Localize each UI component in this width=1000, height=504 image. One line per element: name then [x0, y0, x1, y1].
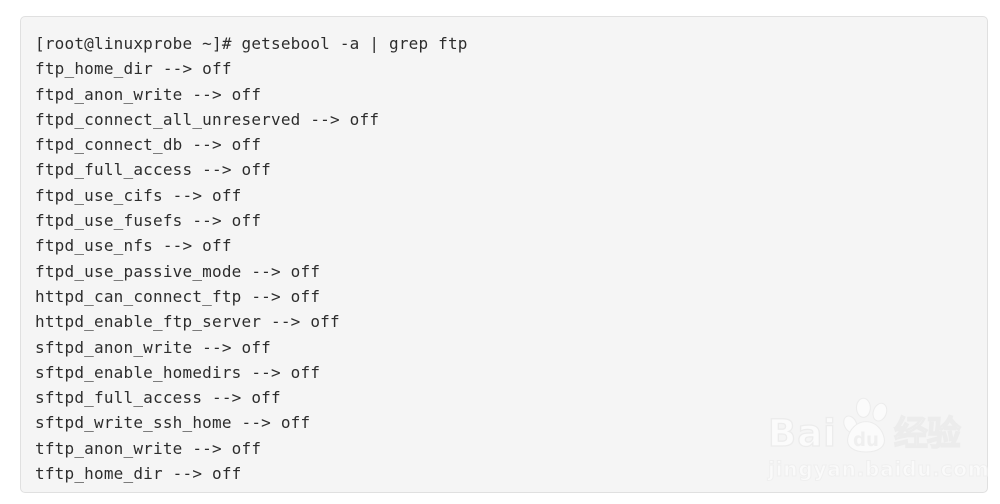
terminal-line: ftpd_anon_write --> off — [35, 84, 262, 104]
terminal-line: [root@linuxprobe ~]# getsebool -a | grep… — [35, 34, 468, 53]
terminal-output-panel: [root@linuxprobe ~]# getsebool -a | grep… — [20, 16, 988, 493]
terminal-line: ftpd_use_passive_mode --> off — [35, 261, 321, 281]
terminal-line: httpd_can_connect_ftp --> off — [35, 286, 321, 306]
terminal-line: sftpd_full_access --> off — [35, 388, 281, 408]
terminal-line: ftpd_use_fusefs --> off — [35, 211, 262, 231]
terminal-line: ftpd_use_nfs --> off — [35, 236, 232, 256]
terminal-line: ftpd_connect_db --> off — [35, 135, 262, 155]
terminal-line: ftpd_use_cifs --> off — [35, 185, 242, 205]
terminal-line: httpd_enable_ftp_server --> off — [35, 312, 340, 332]
terminal-line: ftpd_full_access --> off — [35, 160, 271, 180]
terminal-line: sftpd_enable_homedirs --> off — [35, 362, 321, 382]
terminal-text: [root@linuxprobe ~]# getsebool -a | grep… — [21, 17, 987, 492]
terminal-line: tftp_anon_write --> off — [35, 438, 262, 458]
terminal-line: sftpd_anon_write --> off — [35, 337, 271, 357]
terminal-line: ftp_home_dir --> off — [35, 59, 232, 79]
terminal-line: ftpd_connect_all_unreserved --> off — [35, 109, 380, 129]
terminal-line: sftpd_write_ssh_home --> off — [35, 413, 311, 433]
terminal-line: tftp_home_dir --> off — [35, 464, 242, 484]
